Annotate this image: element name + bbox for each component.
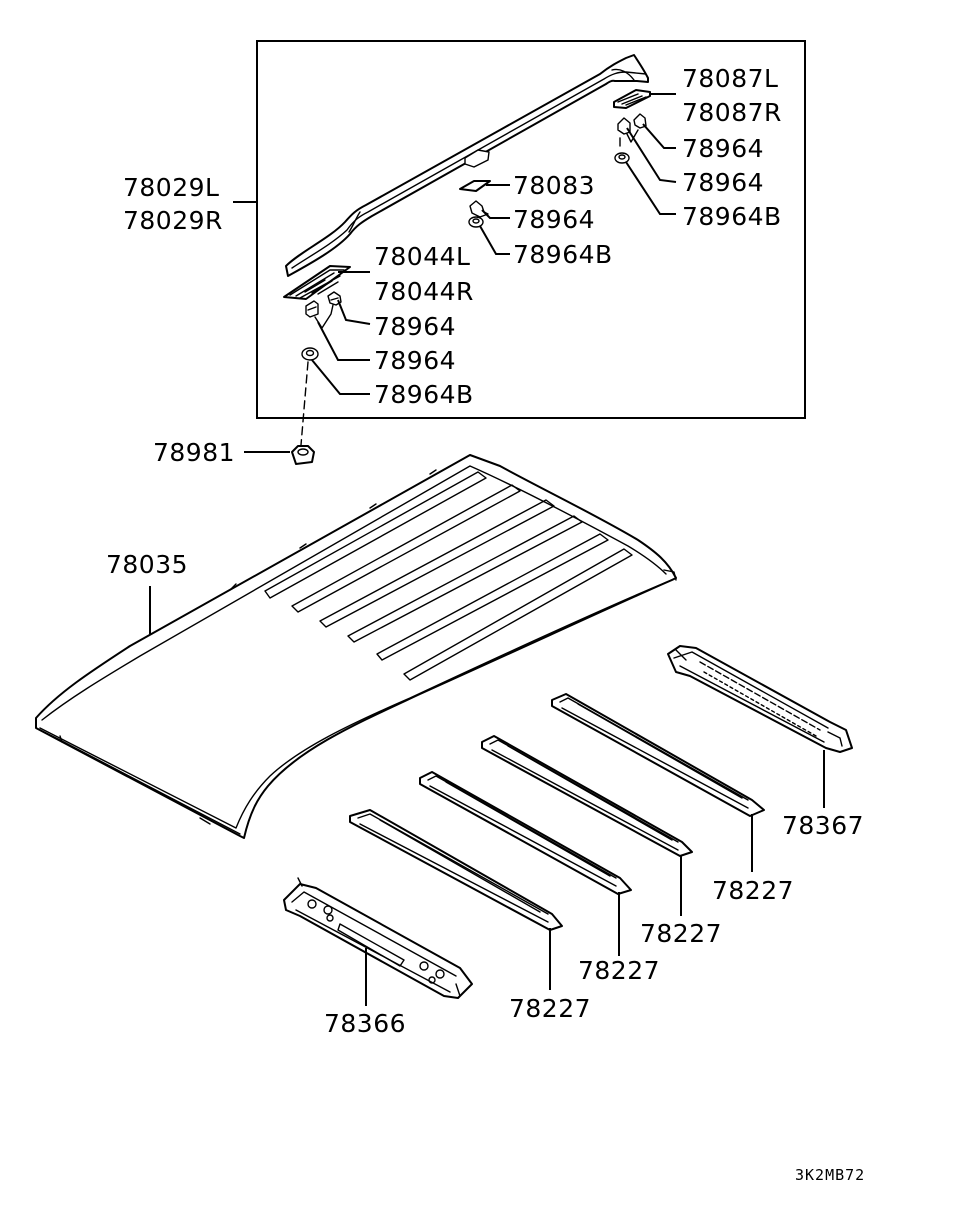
- mid-pad[interactable]: [459, 180, 491, 192]
- lower-leaders: [365, 750, 825, 1006]
- label-end-cover-front-r[interactable]: 78044R: [374, 277, 474, 306]
- rear-clip-connector: [626, 129, 639, 143]
- label-mid-pad[interactable]: 78083: [513, 171, 595, 200]
- front-washer[interactable]: [301, 347, 319, 361]
- label-roof-rail-r[interactable]: 78029R: [123, 206, 223, 235]
- roof-bow-4[interactable]: [551, 693, 765, 817]
- label-nut[interactable]: 78981: [153, 438, 235, 467]
- roof-bow-1[interactable]: [349, 809, 563, 931]
- inset-leaders: [233, 93, 677, 395]
- roof-bow-3[interactable]: [481, 735, 693, 857]
- rear-end-cover[interactable]: [613, 89, 651, 109]
- roof-rail[interactable]: [285, 54, 649, 277]
- rear-header[interactable]: [667, 645, 853, 753]
- label-clip-b[interactable]: 78964: [374, 346, 456, 375]
- label-bow-3[interactable]: 78227: [640, 919, 722, 948]
- rear-washer[interactable]: [614, 152, 630, 164]
- front-end-cover[interactable]: [283, 265, 351, 300]
- nut-dashed-axis: [300, 361, 309, 446]
- label-rear-header[interactable]: 78367: [782, 811, 864, 840]
- label-bow-2[interactable]: 78227: [578, 956, 660, 985]
- label-bow-1[interactable]: 78227: [509, 994, 591, 1023]
- inset-frame: [256, 40, 806, 419]
- front-header[interactable]: [283, 877, 473, 999]
- roof-panel[interactable]: [35, 454, 677, 839]
- label-roof-panel[interactable]: 78035: [106, 550, 188, 579]
- label-end-cover-rear-l[interactable]: 78087L: [682, 64, 778, 93]
- roof-bow-2[interactable]: [419, 771, 632, 895]
- label-end-cover-rear-r[interactable]: 78087R: [682, 98, 782, 127]
- front-clip-1[interactable]: [305, 300, 319, 318]
- part-labels: 78029L 78029R 78044L 78044R 78964 78964 …: [106, 64, 865, 1184]
- label-washer-c[interactable]: 78964B: [682, 202, 782, 231]
- drawing-code: 3K2MB72: [795, 1166, 865, 1184]
- label-front-header[interactable]: 78366: [324, 1009, 406, 1038]
- label-washer-a[interactable]: 78964B: [374, 380, 474, 409]
- label-clip-d[interactable]: 78964: [682, 134, 764, 163]
- label-end-cover-front-l[interactable]: 78044L: [374, 242, 470, 271]
- mid-washer[interactable]: [468, 216, 484, 228]
- label-roof-rail-l[interactable]: 78029L: [123, 173, 219, 202]
- label-clip-a[interactable]: 78964: [374, 312, 456, 341]
- label-bow-4[interactable]: 78227: [712, 876, 794, 905]
- label-clip-c[interactable]: 78964: [513, 205, 595, 234]
- label-washer-b[interactable]: 78964B: [513, 240, 613, 269]
- label-clip-e[interactable]: 78964: [682, 168, 764, 197]
- nut[interactable]: [291, 445, 315, 465]
